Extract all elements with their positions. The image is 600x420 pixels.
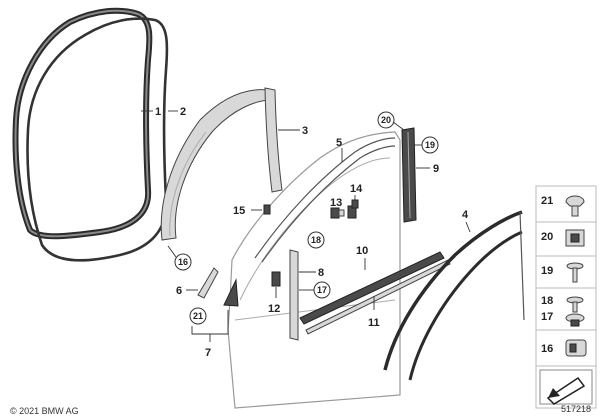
clip-13[interactable] [330, 207, 345, 219]
leader-4 [465, 221, 471, 233]
legend-label-18: 18 [541, 295, 553, 307]
legend-item-20[interactable]: 20 [541, 229, 585, 247]
callout-21-circle [189, 307, 207, 325]
clip-15[interactable] [263, 204, 271, 215]
callout-11[interactable]: 11 [368, 317, 380, 329]
leader-16 [167, 245, 177, 258]
legend-label-21: 21 [541, 195, 553, 207]
callout-16[interactable]: 16 [178, 257, 188, 267]
legend-label-17: 17 [541, 311, 553, 323]
callout-18-circle [307, 231, 325, 249]
callout-7[interactable]: 7 [205, 347, 211, 359]
b-pillar-cover[interactable] [401, 127, 417, 223]
callout-20[interactable]: 20 [381, 115, 391, 125]
legend-arrow-icon[interactable] [539, 369, 593, 405]
callout-10[interactable]: 10 [356, 245, 368, 257]
leader-20 [392, 121, 405, 131]
callout-21[interactable]: 21 [193, 311, 203, 321]
callout-6[interactable]: 6 [176, 285, 182, 297]
legend-label-16: 16 [541, 343, 553, 355]
legend-item-16[interactable]: 16 [541, 339, 587, 357]
rear-seal-4[interactable] [383, 210, 525, 381]
clip-12[interactable] [271, 271, 281, 287]
callout-8[interactable]: 8 [318, 267, 324, 279]
door-seal-outer[interactable] [12, 7, 153, 240]
legend-label-20: 20 [541, 231, 553, 243]
callout-14[interactable]: 14 [350, 183, 363, 195]
callout-2[interactable]: 2 [180, 106, 186, 118]
legend-item-21[interactable]: 21 [541, 195, 585, 217]
trim-6[interactable] [197, 267, 219, 299]
diagram-id: 517218 [561, 404, 591, 414]
callout-20-circle [377, 111, 395, 129]
callout-5[interactable]: 5 [336, 137, 342, 149]
legend-item-18[interactable]: 18 17 [541, 295, 585, 327]
callout-19[interactable]: 19 [425, 140, 435, 150]
door-seal-inner[interactable] [26, 17, 169, 262]
callout-4[interactable]: 4 [462, 209, 469, 221]
callout-15[interactable]: 15 [233, 205, 245, 217]
belt-moulding-10[interactable] [299, 251, 445, 325]
callout-16-circle [174, 253, 192, 271]
window-frame[interactable] [254, 137, 396, 263]
callout-9[interactable]: 9 [433, 163, 439, 175]
callout-18[interactable]: 18 [311, 235, 321, 245]
callout-13[interactable]: 13 [330, 197, 342, 209]
pillar-trim[interactable] [160, 87, 283, 241]
callout-17[interactable]: 17 [317, 285, 327, 295]
callout-1[interactable]: 1 [155, 106, 161, 118]
trim-7[interactable] [223, 278, 239, 307]
legend-label-19: 19 [541, 265, 553, 277]
copyright-text: © 2021 BMW AG [10, 406, 79, 416]
clip-14[interactable] [347, 199, 359, 219]
door-shell[interactable] [227, 131, 401, 409]
inner-strip-8[interactable] [289, 249, 299, 341]
belt-moulding-11[interactable] [305, 259, 451, 335]
callout-12[interactable]: 12 [268, 303, 280, 315]
legend-item-19[interactable]: 19 [541, 262, 584, 283]
callout-3[interactable]: 3 [302, 125, 308, 137]
